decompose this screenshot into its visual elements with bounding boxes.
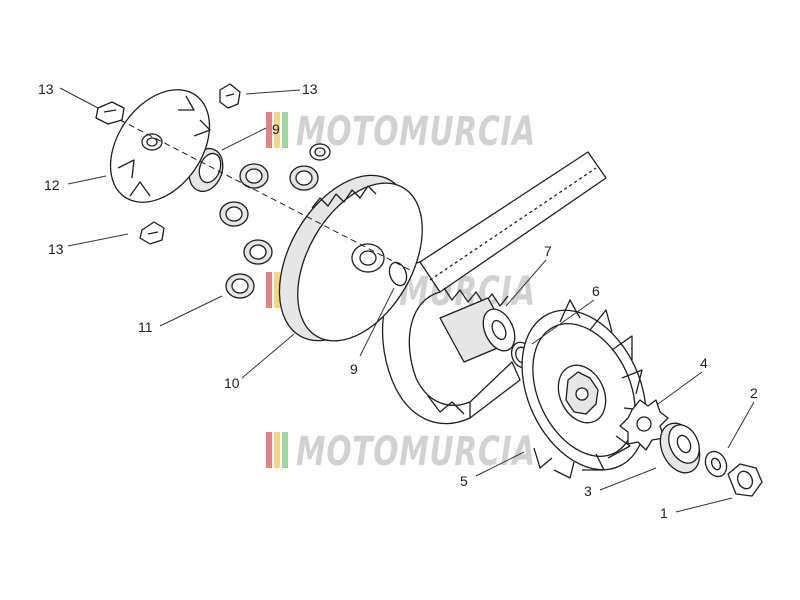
callout-number-4: 4 — [700, 355, 708, 371]
callout-labels: 1 2 3 4 5 6 7 9 9 10 11 12 13 13 13 — [38, 81, 758, 521]
leader-13c — [67, 233, 129, 247]
motomurcia-watermark: MOTOMURCIA — [266, 109, 536, 155]
motomurcia-watermark: MOTOMURCIA — [266, 429, 536, 475]
leader-2 — [727, 401, 755, 449]
watermark-stripe — [266, 112, 272, 148]
star-washer — [619, 399, 669, 451]
callout-number-2: 2 — [750, 385, 758, 401]
leader-13a — [59, 87, 99, 109]
watermark-stripe — [274, 272, 280, 308]
leader-1 — [675, 497, 733, 513]
watermark-stripe — [266, 272, 272, 308]
leader-6 — [531, 299, 595, 345]
callout-number-13a: 13 — [38, 81, 54, 97]
callout-number-9-lower: 9 — [350, 361, 358, 377]
nut — [727, 463, 763, 497]
callout-number-1: 1 — [660, 505, 668, 521]
slider — [95, 101, 125, 125]
callout-number-3: 3 — [584, 483, 592, 499]
roller — [239, 163, 269, 189]
leader-9-upper — [221, 127, 267, 151]
roller — [243, 239, 273, 265]
ramp-plate — [109, 89, 211, 203]
leader-9-lower — [359, 287, 395, 357]
leader-11 — [159, 295, 223, 327]
callout-number-13b: 13 — [302, 81, 318, 97]
washer — [704, 450, 728, 478]
callout-number-12: 12 — [44, 177, 60, 193]
watermark-stripe — [274, 432, 280, 468]
callout-number-7: 7 — [544, 243, 552, 259]
variator-pulley — [278, 174, 423, 342]
watermark-stripe — [274, 112, 280, 148]
watermark-text: MOTOMURCIA — [296, 429, 536, 475]
watermark-stripe — [282, 112, 288, 148]
callout-number-13c: 13 — [48, 241, 64, 257]
callout-number-11: 11 — [138, 319, 153, 335]
leader-4 — [657, 371, 703, 405]
roller — [289, 165, 319, 191]
roller — [309, 143, 331, 161]
roller — [219, 201, 249, 227]
callout-number-5: 5 — [460, 473, 468, 489]
watermark-text: MOTOMURCIA — [296, 109, 536, 155]
leader-12 — [67, 175, 107, 185]
leader-7 — [505, 259, 547, 307]
leader-5 — [475, 451, 525, 477]
rollers — [219, 143, 331, 299]
callout-number-6: 6 — [592, 283, 600, 299]
fan-pulley — [521, 299, 647, 479]
leader-3 — [599, 467, 657, 491]
bushing — [439, 297, 516, 363]
watermark-stripe — [266, 432, 272, 468]
leader-13b — [245, 89, 301, 95]
roller — [225, 273, 255, 299]
slider — [219, 83, 241, 109]
leader-lines — [59, 87, 755, 513]
spacer — [388, 261, 408, 287]
leader-10 — [241, 333, 295, 379]
slider — [139, 221, 165, 245]
callout-number-10: 10 — [224, 375, 240, 391]
drive-belt — [381, 151, 607, 425]
watermark-stripe — [282, 432, 288, 468]
clutch-hub — [659, 422, 701, 474]
callout-number-9-upper: 9 — [272, 121, 280, 137]
